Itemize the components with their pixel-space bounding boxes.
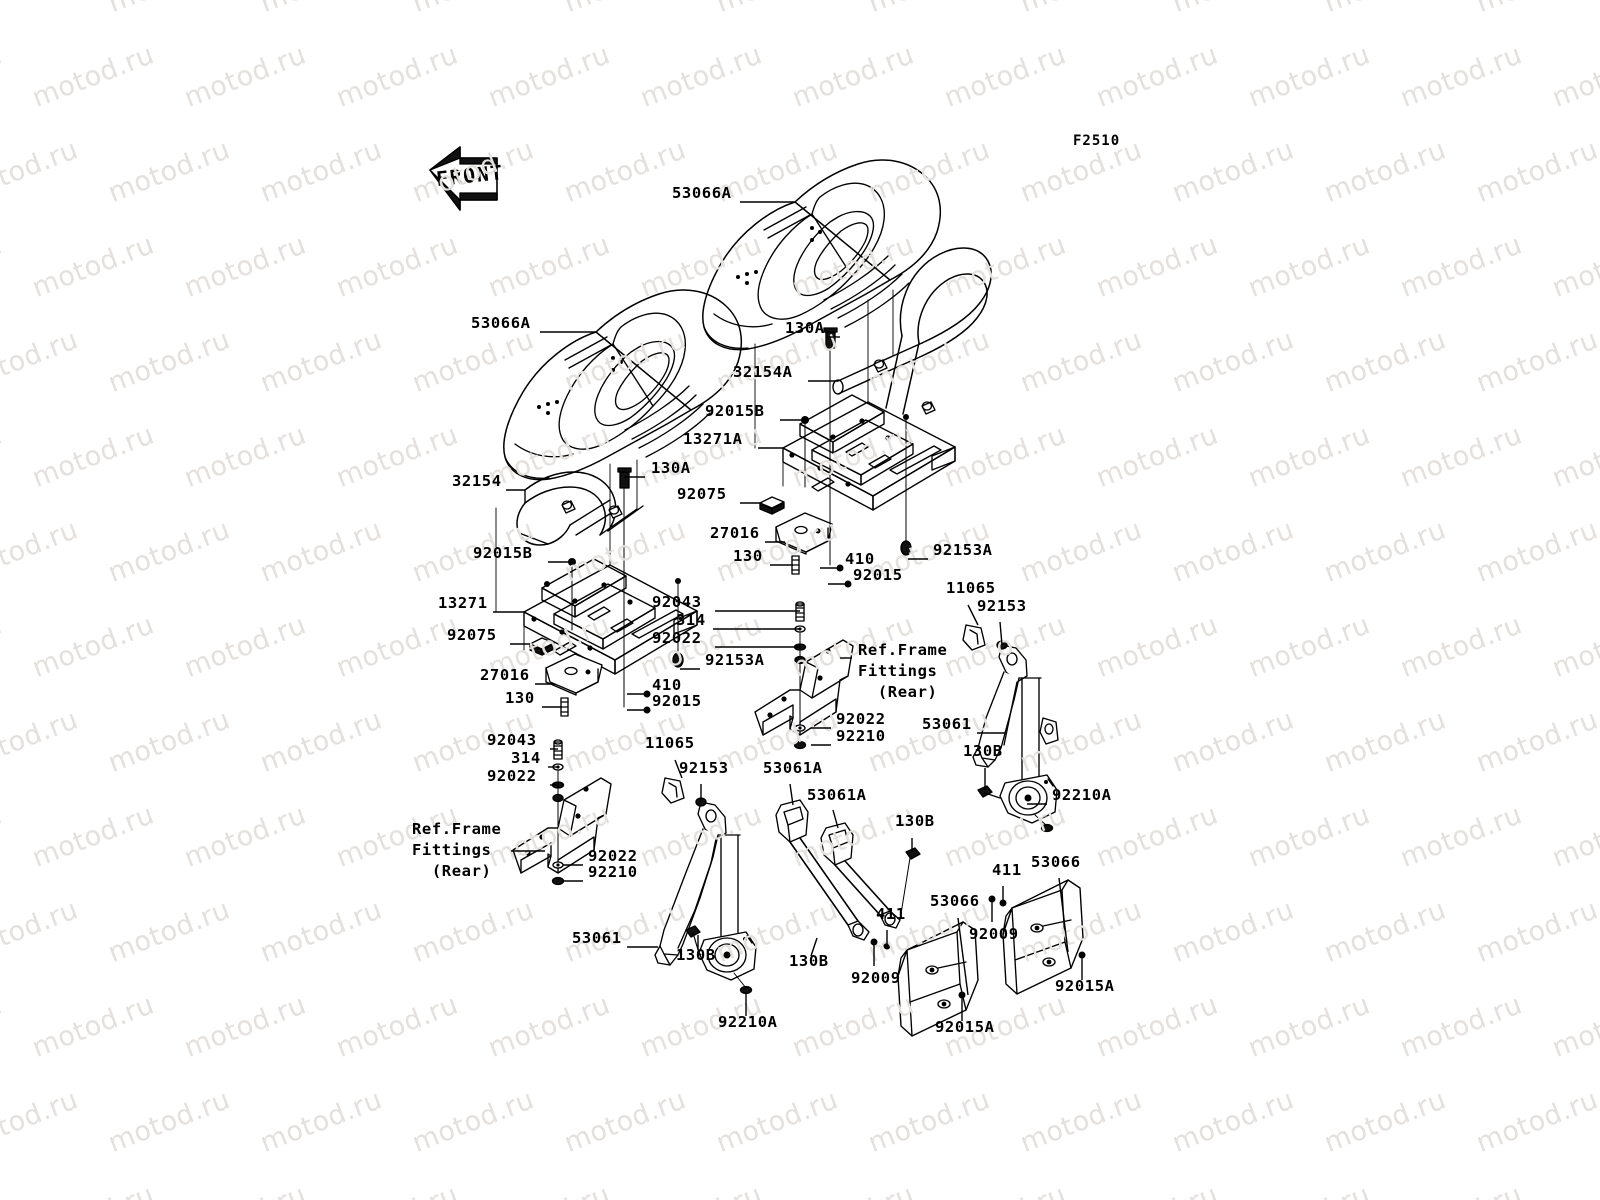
part-number-label: 92210 [588,863,638,881]
seat-belt-buckle-left [775,799,870,941]
diagram-code: F2510 [1073,133,1121,149]
seat-assembly-rear [702,159,942,351]
part-number-label: 27016 [710,524,760,542]
part-number-label: Ref.Frame Fittings (Rear) [858,641,948,701]
part-number-label: 53066A [672,184,732,202]
part-number-label: 314 [676,611,706,629]
part-number-label: 411 [876,905,906,923]
part-number-label: 130B [789,952,829,970]
part-number-label: 92153 [977,597,1027,615]
part-number-label: 130B [895,812,935,830]
part-number-label: 92015A [935,1018,995,1036]
part-number-label: 92043 [652,593,702,611]
part-number-label: 53061A [763,759,823,777]
part-number-label: 92075 [677,485,727,503]
part-number-label: 92015 [652,692,702,710]
part-number-label: 27016 [480,666,530,684]
part-number-label: 92075 [447,626,497,644]
hardware-front [560,467,684,717]
seat-base-plate-rear [759,394,956,555]
part-number-label: 53066 [1031,853,1081,871]
seat-belt-buckle-right [820,822,921,929]
part-number-label: 92022 [836,710,886,728]
part-number-label: 92153A [705,651,765,669]
part-number-label: 92015A [1055,977,1115,995]
part-number-label: 13271 [438,594,488,612]
part-number-label: 11065 [645,734,695,752]
part-number-label: 314 [511,749,541,767]
part-number-label: Ref.Frame Fittings (Rear) [412,820,502,880]
part-number-label: 92210 [836,727,886,745]
part-number-label: 11065 [946,579,996,597]
part-number-label: 53061 [572,929,622,947]
front-arrow-icon: FRONT [429,146,505,211]
part-number-label: 32154A [733,363,793,381]
part-number-label: 92009 [851,969,901,987]
part-number-label: 130 [505,689,535,707]
part-number-label: 130B [676,946,716,964]
part-number-label: 92153 [679,759,729,777]
seat-grab-handle-rear [832,247,992,415]
part-number-label: 92022 [588,847,638,865]
part-number-label: 410 [652,676,682,694]
seat-grab-handle-front [516,471,644,546]
seat-belt-assembly-left [654,777,757,995]
part-number-label: 92210A [1052,786,1112,804]
part-number-label: 410 [845,550,875,568]
seat-base-plate-front [523,558,698,696]
part-number-label: 92022 [487,767,537,785]
part-number-label: 92153A [933,541,993,559]
part-number-label: 130 [733,547,763,565]
part-number-label: 53066 [930,892,980,910]
part-number-label: 92015B [705,402,765,420]
part-number-label: 92022 [652,629,702,647]
construction-lines [495,289,894,651]
part-number-label: 13271A [683,430,743,448]
part-number-label: 53066A [471,314,531,332]
part-number-label: 53061A [807,786,867,804]
part-number-label: 92009 [969,925,1019,943]
hardware-rear [791,327,912,588]
part-number-label: 411 [992,861,1022,879]
part-number-label: 130A [785,319,825,337]
part-number-label: 92015B [473,544,533,562]
part-number-label: 130A [651,459,691,477]
part-number-label: 53061 [922,715,972,733]
part-number-label: 32154 [452,472,502,490]
part-number-label: 92210A [718,1013,778,1031]
frame-fitting-bracket-center [754,601,854,750]
part-number-label: 92015 [853,566,903,584]
part-number-label: 92043 [487,731,537,749]
part-number-label: 130B [963,742,1003,760]
seat-belt-assembly-right [962,624,1059,833]
